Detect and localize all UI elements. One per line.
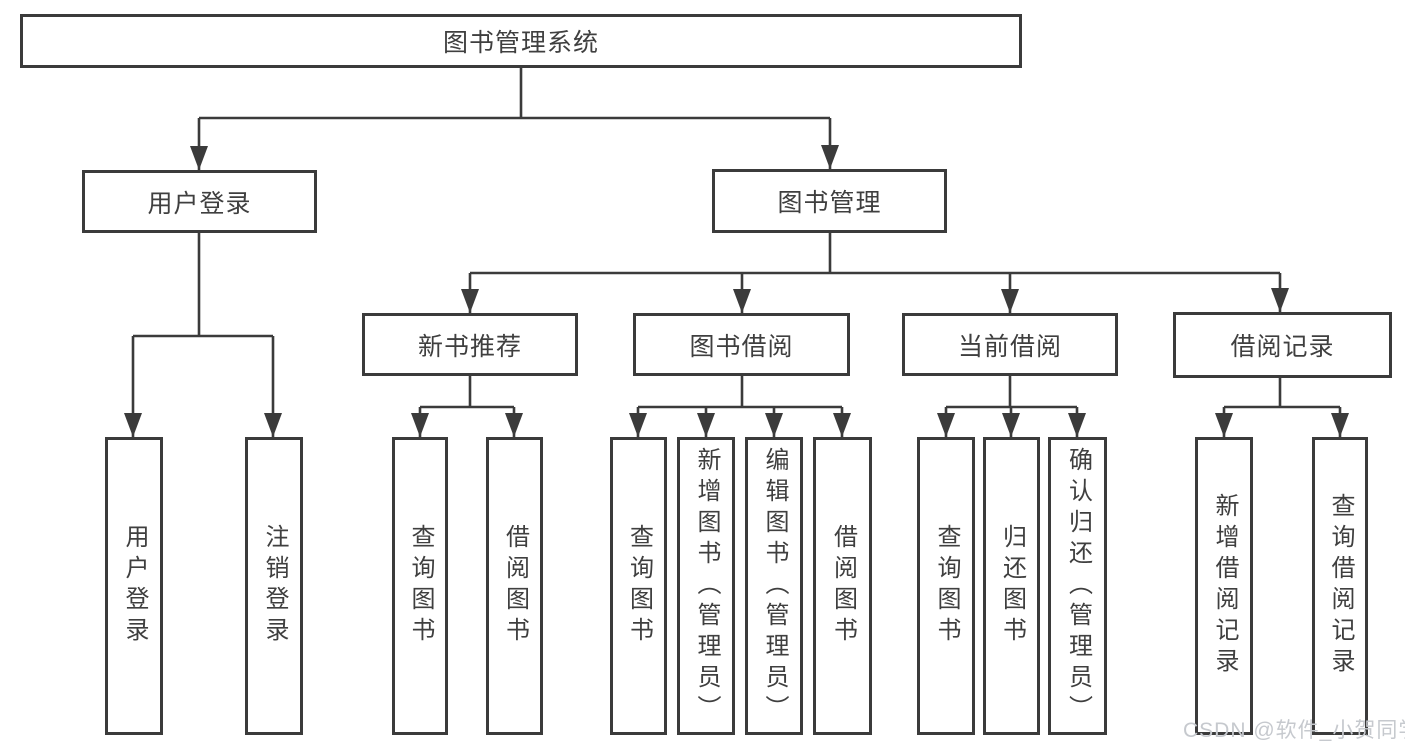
leaf-label: 借阅图书: [501, 524, 529, 648]
leaf-current-query-books: 查询图书: [917, 437, 975, 735]
node-book-management: 图书管理: [712, 169, 947, 233]
leaf-records-add-borrow-record: 新增借阅记录: [1195, 437, 1253, 735]
node-label: 新书推荐: [417, 332, 522, 361]
leaf-label: 编辑图书（管理员）: [761, 446, 788, 726]
leaf-label: 新增借阅记录: [1211, 493, 1238, 679]
node-label: 图书管理系统: [442, 29, 599, 57]
leaf-borrowing-edit-books-admin: 编辑图书（管理员）: [745, 437, 803, 735]
node-book-management-system: 图书管理系统: [20, 14, 1022, 68]
node-label: 借阅记录: [1230, 333, 1335, 361]
node-book-borrowing: 图书借阅: [633, 313, 850, 376]
leaf-label: 查询图书: [407, 524, 434, 648]
trunk-new-books: [420, 376, 514, 409]
trunk-book-mgmt: [470, 233, 1280, 275]
trunk-root: [199, 68, 830, 120]
leaf-current-return-books: 归还图书: [983, 437, 1040, 735]
leaf-records-query-borrow-record: 查询借阅记录: [1312, 437, 1368, 735]
leaf-label: 新增图书（管理员）: [693, 446, 720, 726]
leaf-borrowing-borrow-books: 借阅图书: [813, 437, 872, 735]
node-user-login: 用户登录: [82, 170, 317, 233]
leaf-label: 用户登录: [121, 524, 148, 648]
node-borrowing-records: 借阅记录: [1173, 312, 1392, 378]
node-current-borrowing: 当前借阅: [902, 313, 1118, 376]
leaf-current-confirm-return-admin: 确认归还（管理员）: [1048, 437, 1107, 735]
node-new-book-recommend: 新书推荐: [362, 313, 578, 376]
leaf-borrowing-query-books: 查询图书: [610, 437, 667, 735]
leaf-user-login: 用户登录: [105, 437, 163, 735]
trunk-user-login: [133, 233, 273, 338]
leaf-label: 借阅图书: [829, 524, 857, 648]
trunk-records: [1224, 378, 1340, 409]
leaf-label: 确认归还（管理员）: [1064, 446, 1092, 726]
trunk-borrowing: [638, 376, 842, 409]
node-label: 图书管理: [777, 189, 882, 217]
csdn-watermark: CSDN @软件_小贺同学: [1183, 719, 1405, 742]
leaf-label: 查询图书: [933, 524, 960, 648]
trunk-current: [946, 376, 1077, 409]
leaf-borrowing-add-books-admin: 新增图书（管理员）: [677, 437, 735, 735]
leaf-label: 归还图书: [998, 524, 1026, 648]
leaf-newbooks-borrow-books: 借阅图书: [486, 437, 543, 735]
leaf-label: 注销登录: [261, 524, 288, 648]
node-label: 当前借阅: [957, 332, 1062, 361]
leaf-logout-login: 注销登录: [245, 437, 303, 735]
leaf-label: 查询借阅记录: [1327, 493, 1354, 679]
leaf-newbooks-query-books: 查询图书: [392, 437, 448, 735]
node-label: 图书借阅: [689, 332, 794, 361]
node-label: 用户登录: [147, 189, 252, 218]
leaf-label: 查询图书: [625, 524, 653, 648]
